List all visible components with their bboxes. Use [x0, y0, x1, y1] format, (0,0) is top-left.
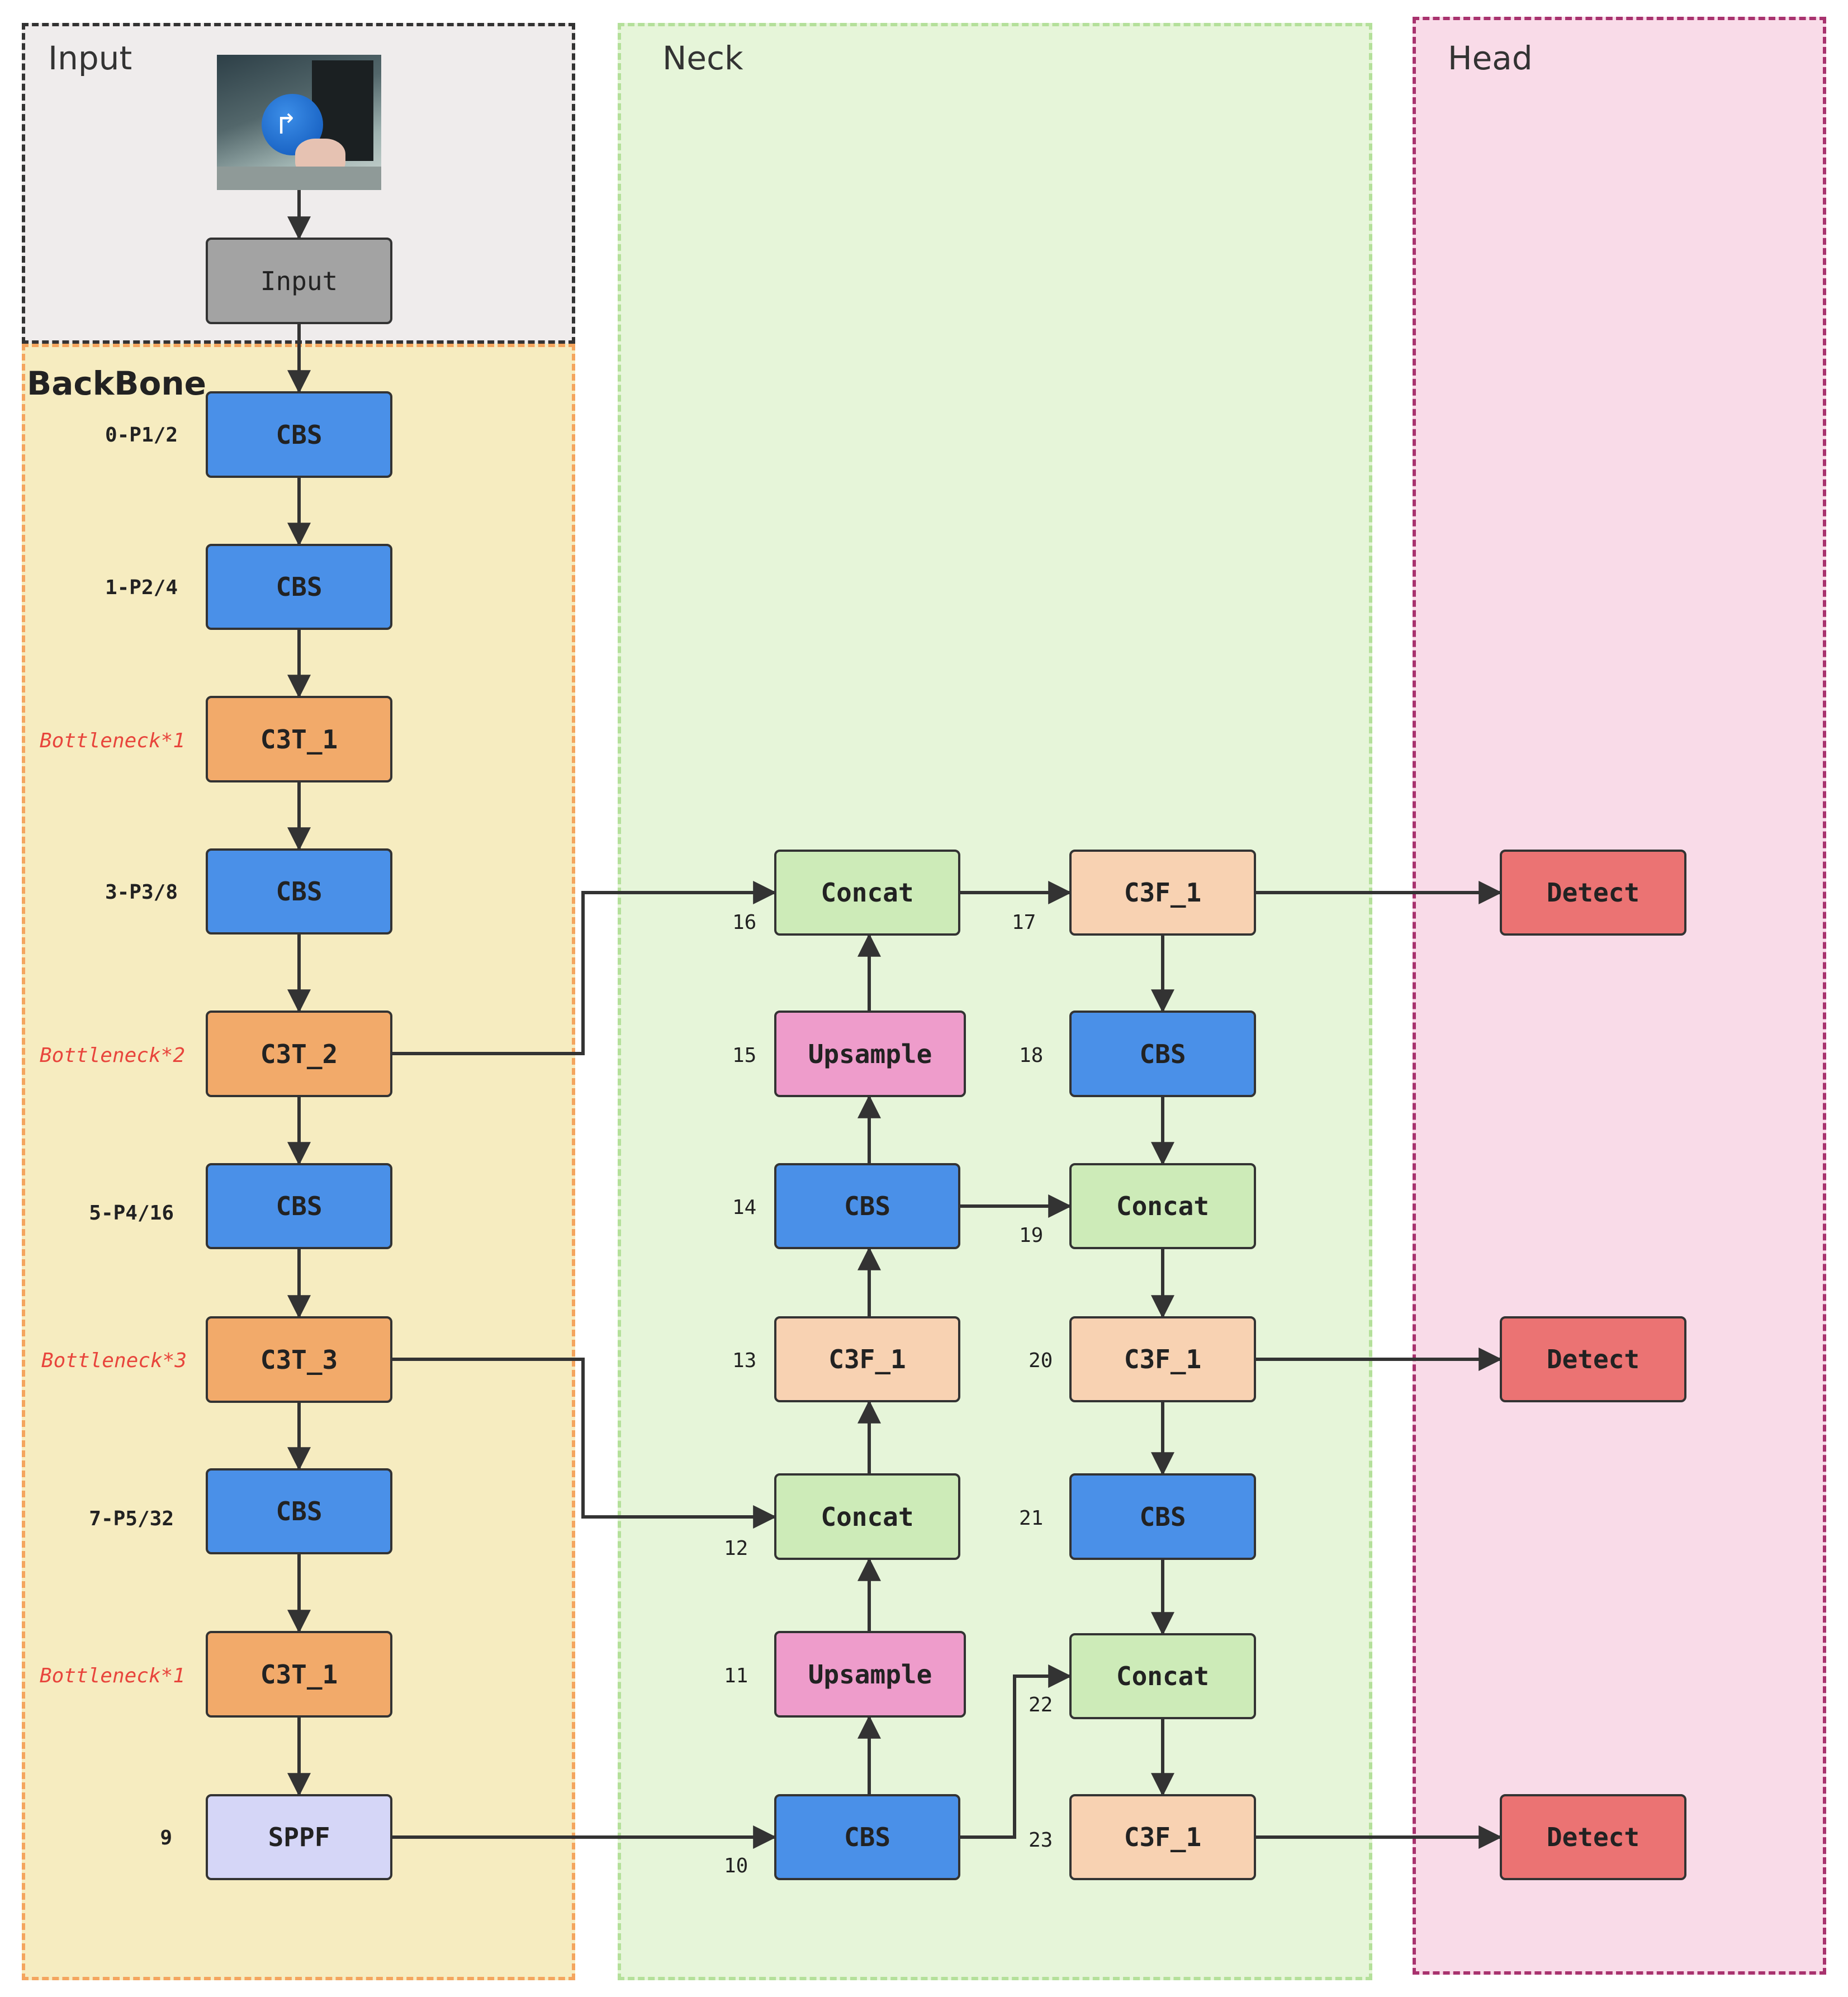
arrow-c3t2-to-concat16 — [392, 881, 777, 1055]
backbone-label-7: 7-P5/32 — [89, 1507, 174, 1530]
block-label: SPPF — [268, 1822, 330, 1852]
block-label: C3F_1 — [1124, 1822, 1202, 1852]
neck-index-23: 23 — [1029, 1829, 1053, 1852]
block-label: Concat — [821, 877, 914, 908]
block-label: C3F_1 — [1124, 1344, 1202, 1374]
neck-index-10: 10 — [724, 1854, 748, 1877]
neck-index-19: 19 — [1019, 1224, 1044, 1247]
head-region — [1413, 17, 1826, 1975]
head-detect-block-0: Detect — [1500, 850, 1686, 936]
neck-right-block-2: Concat — [1069, 1163, 1256, 1249]
block-label: Concat — [821, 1501, 914, 1532]
backbone-label-8: Bottleneck*1 — [39, 1664, 185, 1687]
block-label: C3F_1 — [1124, 877, 1202, 908]
neck-index-11: 11 — [724, 1664, 748, 1687]
backbone-block-3: CBS — [206, 848, 392, 935]
arrow-cbs10-to-concat22 — [960, 1664, 1072, 1839]
photo-desk — [217, 167, 381, 190]
input-block-label: Input — [260, 265, 338, 296]
backbone-label-4: Bottleneck*2 — [39, 1044, 185, 1067]
block-label: CBS — [276, 419, 323, 450]
backbone-block-5: CBS — [206, 1163, 392, 1249]
neck-right-block-4: CBS — [1069, 1473, 1256, 1560]
backbone-label-3: 3-P3/8 — [105, 881, 178, 904]
backbone-block-4: C3T_2 — [206, 1011, 392, 1097]
block-label: C3T_2 — [260, 1038, 338, 1069]
block-label: Concat — [1116, 1191, 1210, 1221]
block-label: CBS — [276, 572, 323, 602]
arrow-c3t3-to-concat12 — [392, 1358, 777, 1529]
block-label: C3T_3 — [260, 1344, 338, 1375]
neck-index-13: 13 — [732, 1349, 757, 1372]
block-label: CBS — [276, 1191, 323, 1221]
block-label: Upsample — [808, 1659, 932, 1690]
backbone-block-2: C3T_1 — [206, 696, 392, 782]
neck-index-15: 15 — [732, 1044, 757, 1067]
neck-right-block-5: Concat — [1069, 1633, 1256, 1719]
block-label: Concat — [1116, 1661, 1210, 1691]
block-label: Detect — [1546, 1344, 1640, 1374]
backbone-block-8: C3T_1 — [206, 1631, 392, 1718]
backbone-label-1: 1-P2/4 — [105, 576, 178, 599]
backbone-label-6: Bottleneck*3 — [41, 1349, 187, 1372]
backbone-label-9: 9 — [160, 1827, 172, 1849]
neck-index-18: 18 — [1019, 1044, 1044, 1067]
block-label: C3T_1 — [260, 724, 338, 755]
backbone-block-9: SPPF — [206, 1794, 392, 1880]
block-label: C3T_1 — [260, 1659, 338, 1690]
head-detect-block-1: Detect — [1500, 1316, 1686, 1402]
backbone-label-5: 5-P4/16 — [89, 1202, 174, 1225]
backbone-block-7: CBS — [206, 1468, 392, 1554]
backbone-label-0: 0-P1/2 — [105, 424, 178, 447]
turn-right-arrow-icon: ↱ — [277, 106, 296, 141]
block-label: CBS — [276, 876, 323, 907]
block-label: Detect — [1546, 877, 1640, 908]
neck-left-block-4: Concat — [774, 1473, 960, 1560]
neck-index-16: 16 — [732, 911, 757, 934]
neck-index-21: 21 — [1019, 1507, 1044, 1530]
neck-left-block-6: CBS — [774, 1794, 960, 1880]
block-label: CBS — [1139, 1038, 1186, 1069]
neck-left-block-5: Upsample — [774, 1631, 966, 1718]
neck-index-22: 22 — [1029, 1694, 1053, 1716]
neck-region-title: Neck — [662, 39, 743, 77]
backbone-block-6: C3T_3 — [206, 1316, 392, 1403]
neck-right-block-6: C3F_1 — [1069, 1794, 1256, 1880]
head-region-title: Head — [1448, 39, 1533, 77]
input-photo: ↱ — [217, 55, 381, 190]
block-label: CBS — [276, 1496, 323, 1526]
neck-index-20: 20 — [1029, 1349, 1053, 1372]
input-region-title: Input — [48, 39, 132, 77]
block-label: Upsample — [808, 1038, 932, 1069]
backbone-region-title: BackBone — [27, 364, 206, 402]
neck-right-block-0: C3F_1 — [1069, 850, 1256, 936]
backbone-block-0: CBS — [206, 391, 392, 478]
neck-left-block-2: CBS — [774, 1163, 960, 1249]
neck-left-block-0: Concat — [774, 850, 960, 936]
block-label: Detect — [1546, 1822, 1640, 1852]
neck-index-12: 12 — [724, 1537, 748, 1560]
neck-index-14: 14 — [732, 1196, 757, 1219]
backbone-label-2: Bottleneck*1 — [39, 729, 185, 752]
neck-left-block-1: Upsample — [774, 1011, 966, 1097]
block-label: CBS — [1139, 1501, 1186, 1532]
neck-index-17: 17 — [1012, 911, 1036, 934]
block-label: CBS — [844, 1191, 891, 1221]
input-block: Input — [206, 238, 392, 324]
block-label: CBS — [844, 1822, 891, 1852]
block-label: C3F_1 — [828, 1344, 906, 1374]
backbone-block-1: CBS — [206, 544, 392, 630]
neck-right-block-1: CBS — [1069, 1011, 1256, 1097]
head-detect-block-2: Detect — [1500, 1794, 1686, 1880]
neck-left-block-3: C3F_1 — [774, 1316, 960, 1402]
neck-right-block-3: C3F_1 — [1069, 1316, 1256, 1402]
